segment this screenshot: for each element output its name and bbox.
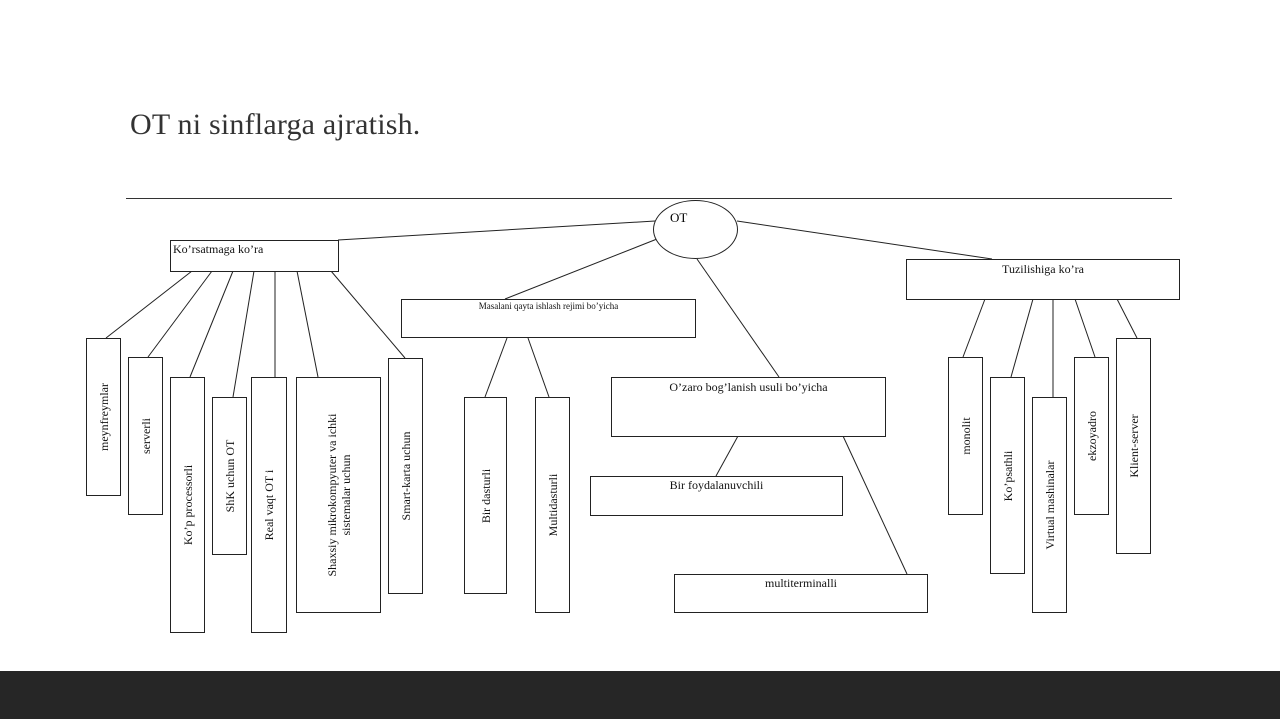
category-tuzilishiga-kora: Tuzilishiga ko’ra — [906, 259, 1180, 300]
node-meynfreymlar: meynfreymlar — [86, 338, 121, 496]
category-ozaro-boglanish: O’zaro bog’lanish usuli bo’yicha — [611, 377, 886, 437]
root-label: OT — [670, 210, 688, 225]
node-bir-foydalanuvchili: Bir foydalanuvchili — [590, 476, 843, 516]
node-multiterminalli: multiterminalli — [674, 574, 928, 613]
node-label: Ko’p processorli — [180, 464, 195, 546]
slide-footer-bar — [0, 671, 1280, 719]
category-label: Ko’rsatmaga ko’ra — [173, 242, 264, 256]
node-label: Virtual mashinalar — [1042, 460, 1057, 550]
node-label: Bir dasturli — [478, 468, 493, 523]
node-serverli: serverli — [128, 357, 163, 515]
category-label: O’zaro bog’lanish usuli bo’yicha — [669, 380, 828, 394]
node-shk-uchun-ot: ShK uchun OT — [212, 397, 247, 555]
category-label: Tuzilishiga ko’ra — [1002, 262, 1084, 276]
node-label: Klient-server — [1126, 414, 1141, 478]
category-korsatmaga-kora: Ko’rsatmaga ko’ra — [170, 240, 339, 272]
node-label: ShK uchun OT — [222, 439, 237, 513]
category-label: Masalani qayta ishlash rejimi bo’yicha — [478, 301, 619, 311]
node-shaxsiy-mikrokompyuter: Shaxsiy mikrokompyuter va ichki sistemal… — [296, 377, 381, 613]
node-label: serverli — [138, 418, 153, 454]
node-label: Multidasturli — [545, 473, 560, 537]
node-label: Ko’psathli — [1000, 450, 1015, 501]
node-label: Smart-karta uchun — [398, 431, 413, 521]
node-label: monolit — [958, 417, 973, 455]
node-bir-dasturli: Bir dasturli — [464, 397, 507, 594]
node-multidasturli: Multidasturli — [535, 397, 570, 613]
title-divider — [126, 198, 1172, 199]
node-label: ekzoyadro — [1084, 411, 1099, 461]
node-label: Bir foydalanuvchili — [669, 478, 764, 492]
node-real-vaqt-ot: Real vaqt OT i — [251, 377, 287, 633]
node-label: Shaxsiy mikrokompyuter va ichki sistemal… — [324, 413, 353, 577]
node-monolit: monolit — [948, 357, 983, 515]
node-smart-karta: Smart-karta uchun — [388, 358, 423, 594]
root-node-ot: OT — [653, 200, 738, 259]
node-kopsathli: Ko’psathli — [990, 377, 1025, 574]
node-kop-processorli: Ko’p processorli — [170, 377, 205, 633]
category-masalani-qayta-ishlash: Masalani qayta ishlash rejimi bo’yicha — [401, 299, 696, 338]
node-klient-server: Klient-server — [1116, 338, 1151, 554]
node-ekzoyadro: ekzoyadro — [1074, 357, 1109, 515]
node-label: multiterminalli — [765, 576, 837, 590]
node-label: meynfreymlar — [96, 383, 111, 451]
slide-title: OT ni sinflarga ajratish. — [130, 108, 421, 141]
node-virtual-mashinalar: Virtual mashinalar — [1032, 397, 1067, 613]
node-label: Real vaqt OT i — [262, 469, 276, 541]
